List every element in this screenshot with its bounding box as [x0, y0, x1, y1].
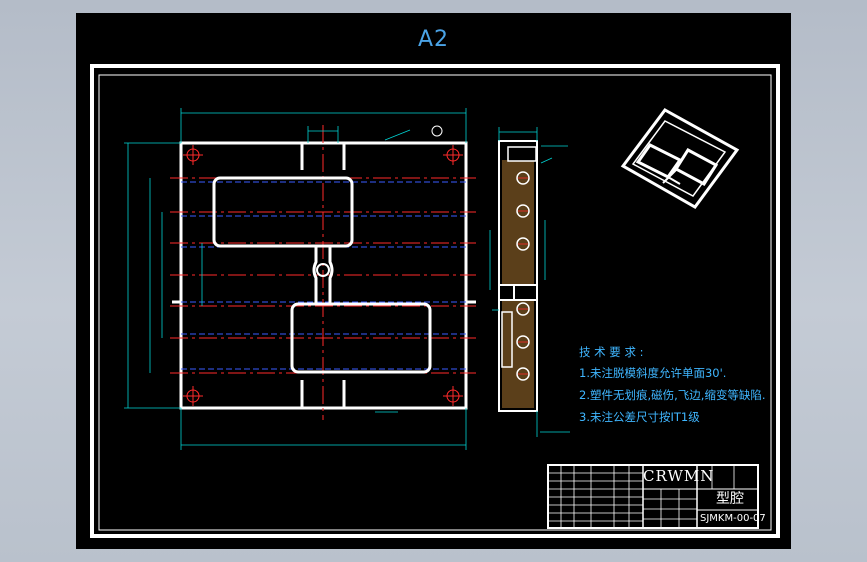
isometric-view	[620, 108, 740, 209]
detail-callout	[431, 125, 443, 137]
company-name: CRWMN	[643, 467, 715, 485]
dimension-lines	[124, 108, 467, 450]
section-bores	[501, 171, 530, 381]
section-outline	[498, 140, 538, 412]
inner-frame	[98, 74, 772, 531]
outer-frame	[90, 64, 780, 538]
tech-requirement-3: 3.未注公差尺寸按IT1级	[579, 410, 700, 424]
tech-requirement-2: 2.塑件无划痕,磁伤,飞边,缩变等缺陷.	[579, 388, 766, 402]
upper-cavity	[212, 176, 354, 248]
title-block	[547, 464, 759, 529]
plate-channels	[172, 143, 476, 408]
guide-pin-holes	[183, 145, 463, 406]
tech-requirement-1: 1.未注脱模斜度允许单面30'.	[579, 366, 727, 380]
sprue-circle	[316, 263, 330, 277]
lower-cavity	[290, 302, 432, 374]
drawing-sheet: A2	[76, 13, 791, 549]
tech-requirements-title: 技 术 要 求 :	[579, 345, 644, 359]
sheet-size-label: A2	[417, 27, 450, 52]
section-dimensions	[489, 127, 570, 437]
part-name: 型腔	[716, 491, 744, 507]
section-step	[499, 284, 537, 301]
cad-drawing	[90, 64, 780, 538]
drawing-number: SJMKM-00-07	[700, 513, 766, 524]
section-view	[489, 127, 570, 437]
runner	[312, 246, 334, 304]
section-hatch-lower	[502, 300, 534, 408]
front-view	[124, 108, 476, 450]
section-slot	[507, 146, 537, 162]
